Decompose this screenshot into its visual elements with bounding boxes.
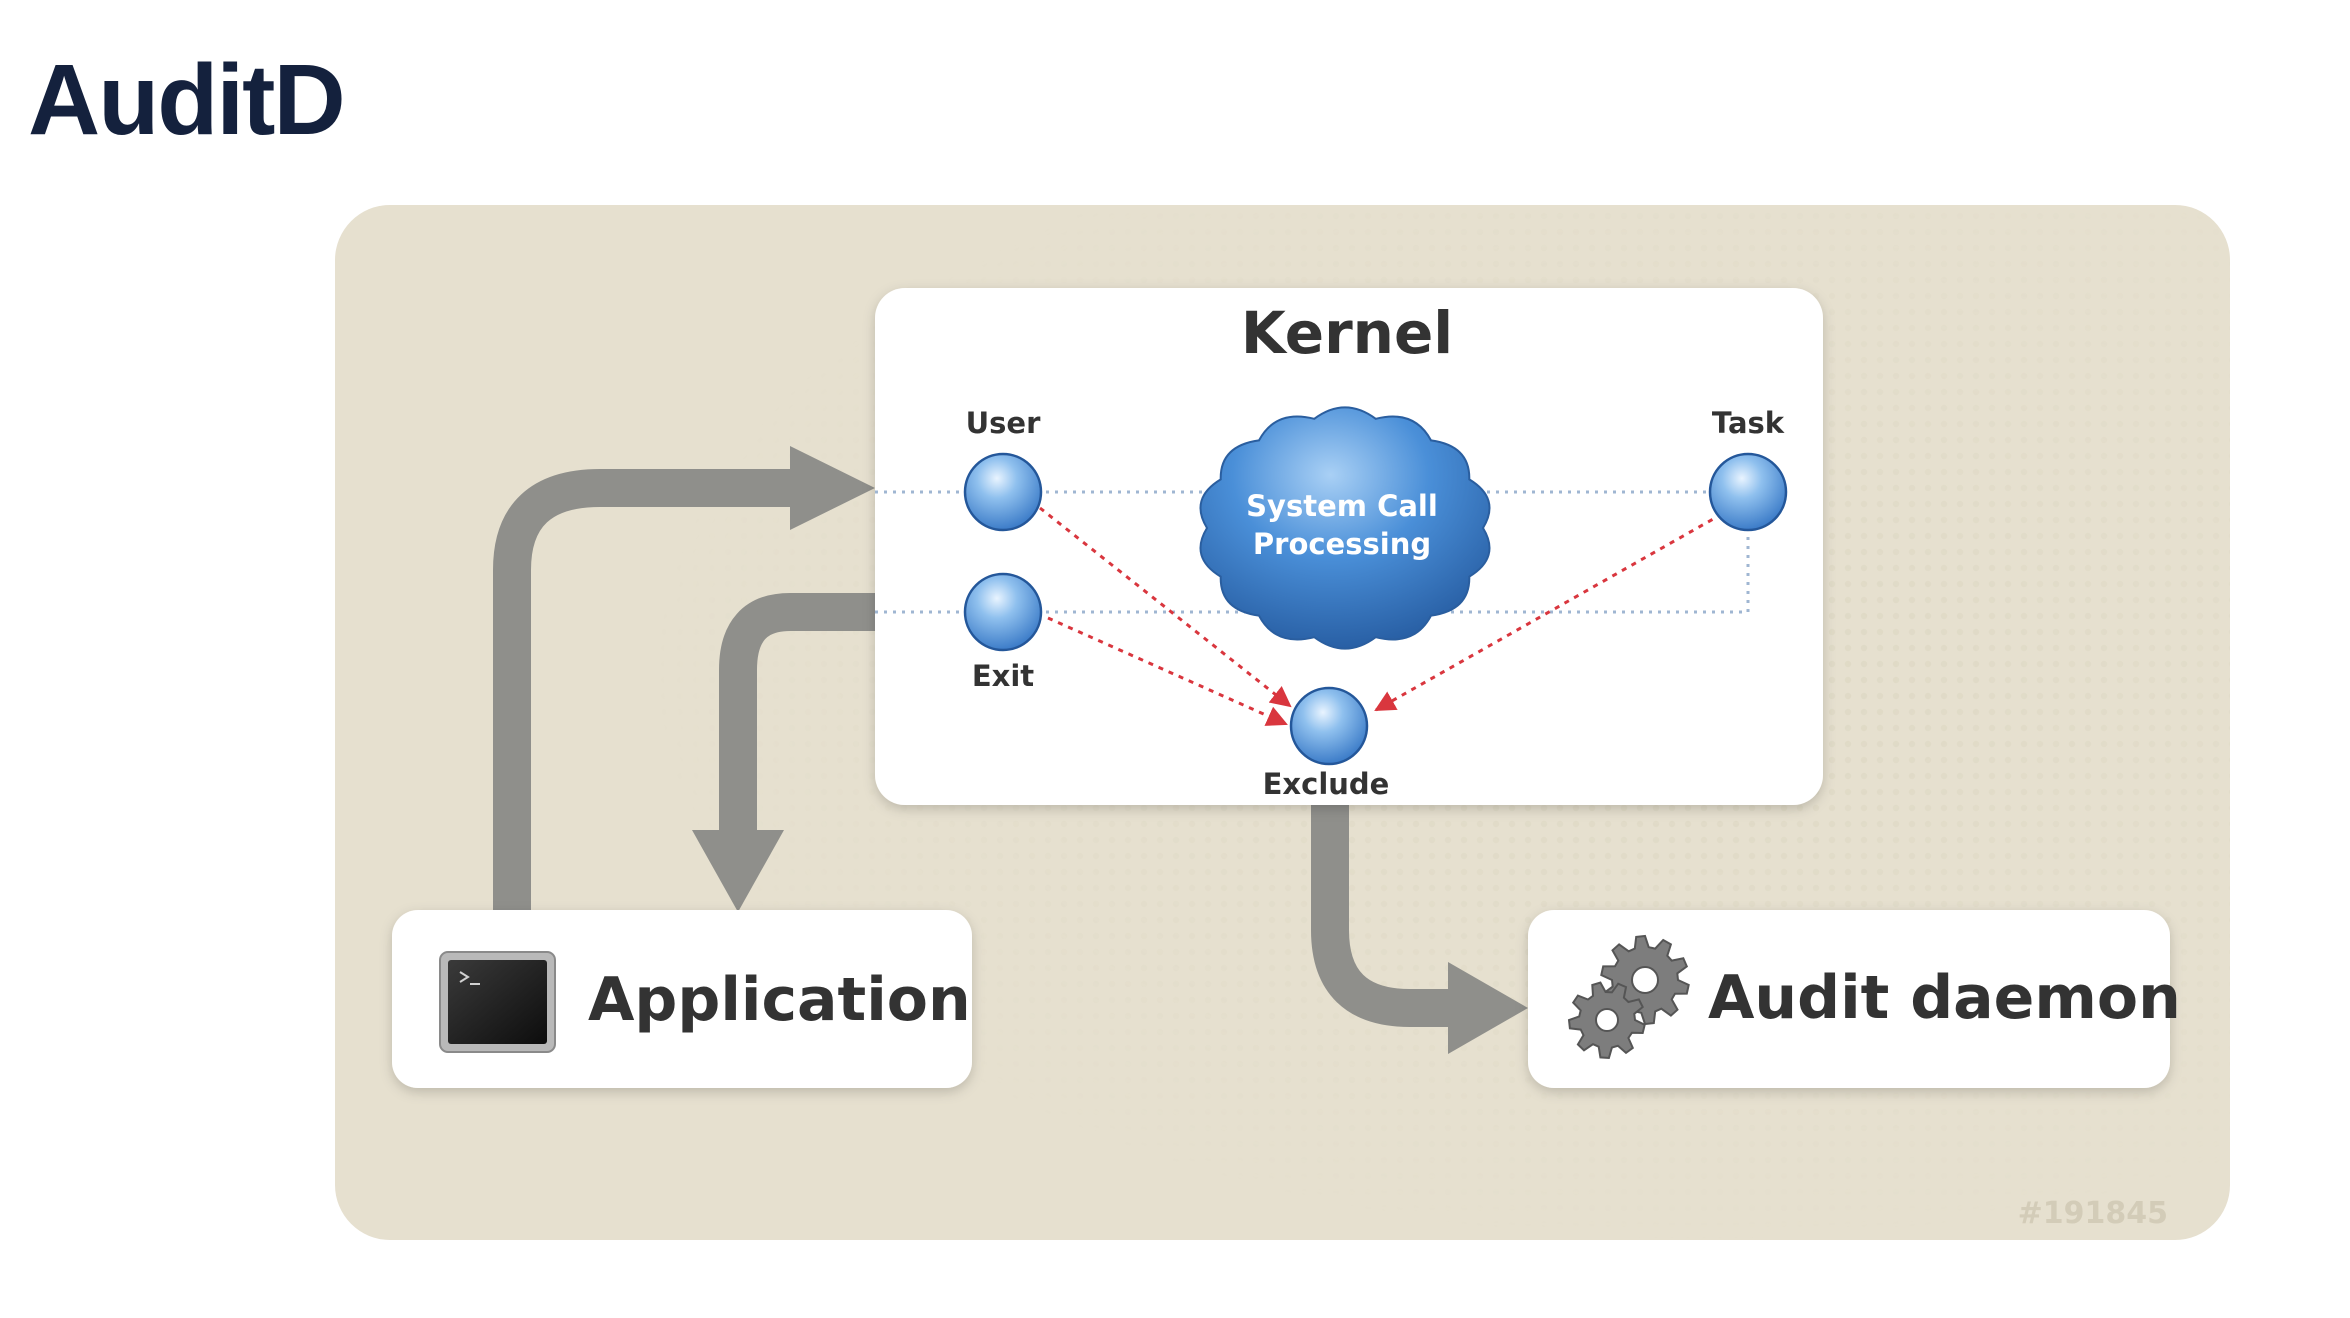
cloud-label-line1: System Call: [1246, 489, 1438, 523]
node-task: [1708, 452, 1788, 532]
kernel-to-daemon-arrowhead: [1448, 962, 1528, 1054]
kernel-to-daemon-arrow: [1311, 805, 1460, 1027]
node-user: [963, 452, 1043, 532]
node-exclude: [1289, 686, 1369, 766]
node-user-label: User: [966, 406, 1041, 440]
node-exit: [963, 572, 1043, 652]
gears-icon: [1567, 934, 1690, 1060]
audit-daemon-label: Audit daemon: [1708, 963, 2181, 1033]
slide-title: AuditD: [28, 44, 346, 156]
flow-arrows: [493, 469, 1460, 1027]
terminal-icon: [439, 951, 556, 1053]
diagram-id: #191845: [2018, 1196, 2168, 1231]
kernel-label: Kernel: [1241, 299, 1453, 367]
system-call-cloud: [1199, 406, 1491, 650]
cloud-label-line2: Processing: [1253, 527, 1431, 561]
node-exit-label: Exit: [972, 659, 1034, 693]
kernel-to-app-arrowhead: [692, 830, 784, 912]
application-label: Application: [588, 965, 971, 1035]
node-task-label: Task: [1712, 406, 1785, 440]
audit-daemon-box: [1528, 910, 2170, 1088]
app-to-kernel-arrowhead: [790, 446, 875, 530]
filter-arrows: [1039, 506, 1723, 726]
kernel-to-app-arrow: [719, 593, 875, 840]
app-to-kernel-arrow: [493, 469, 810, 910]
node-exclude-label: Exclude: [1263, 767, 1390, 801]
